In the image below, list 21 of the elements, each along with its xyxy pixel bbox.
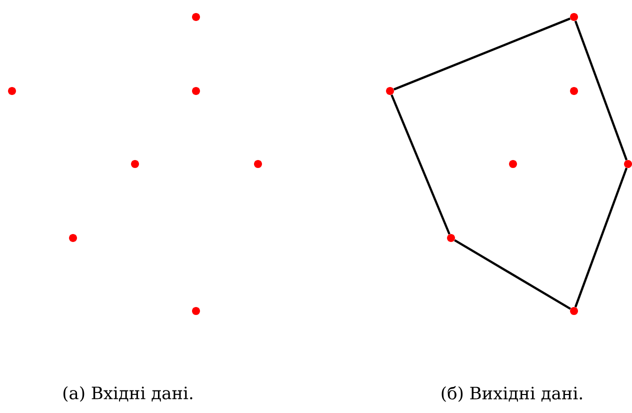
hull-edge: [390, 94, 450, 235]
point: [570, 87, 578, 95]
hull-edge: [394, 18, 571, 90]
point: [570, 13, 578, 21]
point: [192, 13, 200, 21]
hull-edge: [454, 239, 571, 310]
caption: (б) Вихідні дані.: [442, 386, 582, 402]
point: [8, 87, 16, 95]
caption: (а) Вхідні дані.: [63, 386, 192, 402]
point: [509, 160, 517, 168]
point: [570, 307, 578, 315]
point: [447, 234, 455, 242]
point: [386, 87, 394, 95]
hull-edge: [574, 168, 628, 308]
point: [192, 307, 200, 315]
point: [624, 160, 632, 168]
point: [192, 87, 200, 95]
hull-edge: [574, 20, 628, 160]
point: [131, 160, 139, 168]
point: [69, 234, 77, 242]
point: [254, 160, 262, 168]
